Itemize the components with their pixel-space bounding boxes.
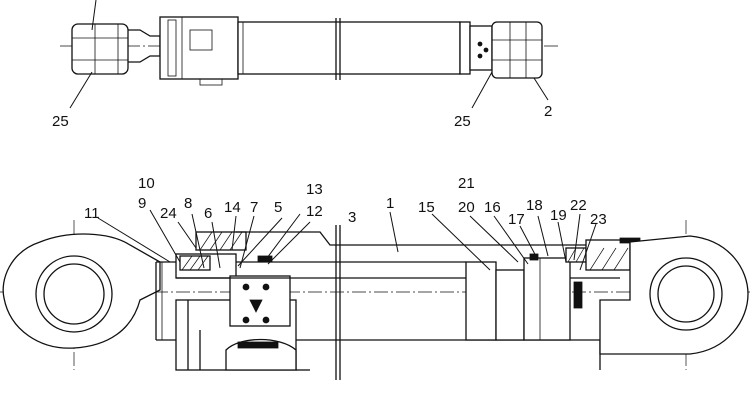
callout-2: 2	[544, 103, 553, 120]
callout-8: 8	[184, 195, 193, 212]
callout-3: 3	[348, 209, 357, 226]
callout-7: 7	[250, 199, 259, 216]
callout-14: 14	[224, 199, 241, 216]
callout-10: 10	[138, 175, 155, 192]
callout-9: 9	[138, 195, 147, 212]
callout-23: 23	[590, 211, 607, 228]
callout-13: 13	[306, 181, 323, 198]
callout-19: 19	[550, 207, 567, 224]
callout-18: 18	[526, 197, 543, 214]
callout-16: 16	[484, 199, 501, 216]
callout-24: 24	[160, 205, 177, 222]
callout-25-left: 25	[52, 113, 69, 130]
callout-17: 17	[508, 211, 525, 228]
callout-15: 15	[418, 199, 435, 216]
callout-5: 5	[274, 199, 283, 216]
callout-20: 20	[458, 199, 475, 216]
callout-12: 12	[306, 203, 323, 220]
callout-21: 21	[458, 175, 475, 192]
callout-6: 6	[204, 205, 213, 222]
callout-1: 1	[386, 195, 395, 212]
callout-11: 11	[84, 205, 100, 222]
callout-25-right: 25	[454, 113, 471, 130]
callout-22: 22	[570, 197, 587, 214]
